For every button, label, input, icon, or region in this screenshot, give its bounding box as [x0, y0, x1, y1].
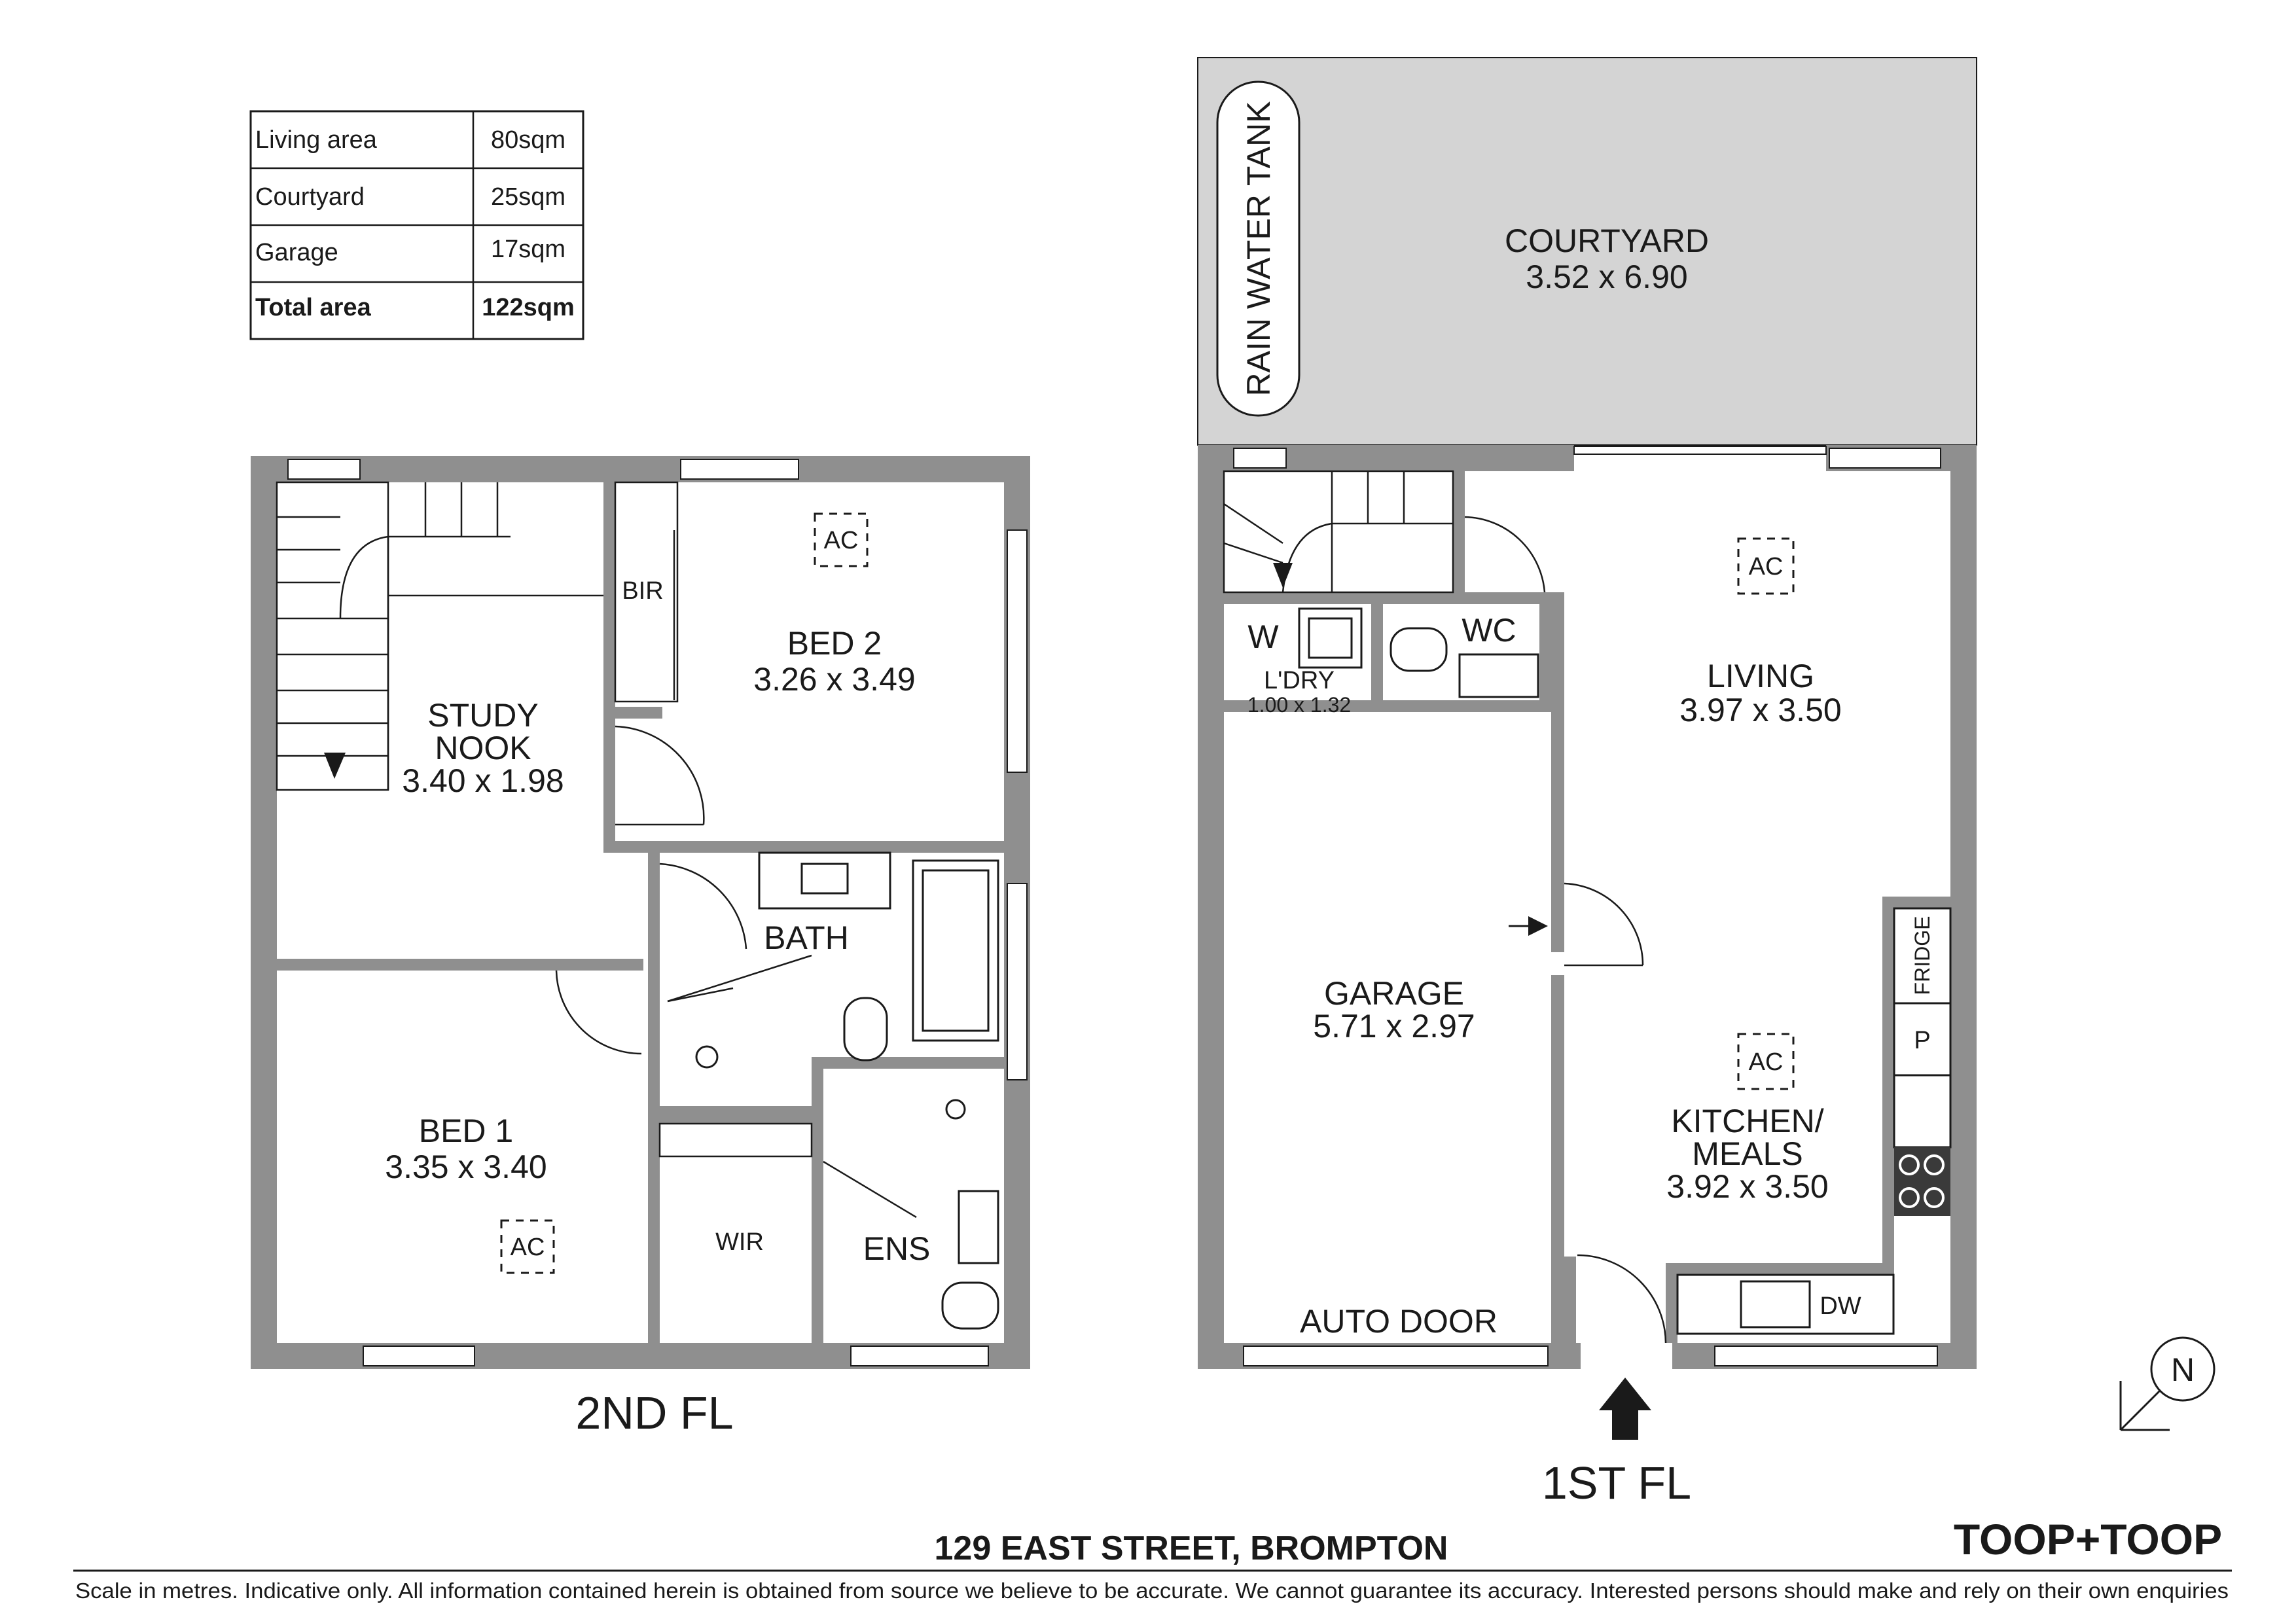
down-arrow-icon: [1273, 563, 1293, 588]
staircase: [276, 481, 603, 791]
room-label-bir: BIR: [622, 577, 663, 605]
rain-water-tank: [1216, 80, 1300, 417]
window: [1007, 883, 1028, 1080]
area-row-value: 80sqm: [491, 126, 565, 154]
door-swing: [1564, 882, 1644, 966]
staircase: [1223, 470, 1454, 594]
window: [1714, 1346, 1938, 1366]
ac-unit-marker: [500, 1219, 555, 1274]
kitchen-sink: [1740, 1280, 1811, 1329]
room-label-ens: ENS: [863, 1230, 931, 1267]
area-total-value: 122sqm: [482, 294, 575, 321]
entry-opening: [1581, 1343, 1672, 1369]
vanity-basin: [958, 1190, 999, 1264]
courtyard-area: [1197, 57, 1977, 446]
room-label-nook: NOOK: [435, 730, 531, 766]
area-row-label: Courtyard: [255, 183, 365, 211]
area-total-label: Total area: [255, 294, 372, 321]
area-row-label: Living area: [255, 126, 378, 154]
ac-unit-marker: [1737, 537, 1795, 595]
door-swing: [615, 725, 705, 825]
garage-auto-door: [1243, 1346, 1549, 1366]
ac-label: AC: [511, 1234, 545, 1261]
walk-in-robe-rail: [658, 1122, 813, 1158]
arrow-icon: [1528, 916, 1548, 936]
room-label-bath: BATH: [764, 919, 849, 956]
fridge-label: FRIDGE: [1910, 916, 1934, 995]
pantry-label: P: [1914, 1027, 1930, 1054]
dishwasher-label: DW: [1820, 1293, 1861, 1320]
area-row-value: 17sqm: [491, 236, 565, 263]
room-label-wc: WC: [1462, 612, 1516, 649]
sliding-door: [1573, 446, 1827, 455]
down-arrow-icon: [324, 753, 346, 779]
room-dim-garage: 5.71 x 2.97: [1313, 1008, 1475, 1044]
floor-label-1st: 1ST FL: [1542, 1457, 1691, 1508]
hand-basin: [1458, 653, 1539, 698]
room-dim-bed2: 3.26 x 3.49: [753, 661, 915, 698]
floor-label-2nd: 2ND FL: [575, 1387, 733, 1438]
toilet: [843, 997, 888, 1061]
window: [1829, 448, 1941, 469]
toilet: [941, 1281, 999, 1330]
room-dim-living: 3.97 x 3.50: [1679, 692, 1841, 728]
first-floor-plan: RAIN WATER TANK COURTYARD 3.52 x 6.90: [1197, 57, 1977, 1369]
window: [363, 1346, 475, 1366]
door-swing: [1577, 1254, 1667, 1344]
second-floor-plan: AC AC BED 2 3.26 x 3.49 BIR STUDY NOOK 3…: [251, 456, 1030, 1369]
garage-door-label: AUTO DOOR: [1300, 1303, 1498, 1340]
room-dim-courtyard: 3.52 x 6.90: [1526, 259, 1687, 295]
room-dim-ldry: 1.00 x 1.32: [1247, 693, 1351, 717]
window: [1233, 448, 1287, 469]
room-dim-study: 3.40 x 1.98: [402, 762, 564, 799]
area-row-label: Garage: [255, 239, 338, 266]
window: [850, 1346, 989, 1366]
room-label-bed1: BED 1: [419, 1113, 514, 1149]
tank-label: RAIN WATER TANK: [1240, 101, 1277, 397]
ac-label: AC: [1749, 1048, 1784, 1076]
door-swing: [659, 863, 747, 950]
room-label-meals: MEALS: [1692, 1135, 1803, 1172]
room-label-bed2: BED 2: [787, 625, 882, 662]
room-label-living: LIVING: [1707, 658, 1814, 694]
built-in-robe: [614, 481, 679, 703]
ac-label: AC: [824, 527, 859, 554]
room-label-kitchen: KITCHEN/: [1671, 1103, 1823, 1139]
window: [680, 459, 799, 480]
toilet: [1390, 627, 1448, 672]
north-label: N: [2171, 1351, 2195, 1388]
room-label-wir: WIR: [715, 1228, 764, 1256]
window: [1007, 529, 1028, 773]
property-address: 129 EAST STREET, BROMPTON: [935, 1529, 1448, 1567]
basin: [695, 1045, 719, 1069]
brand-logo: TOOP+TOOP: [1954, 1515, 2222, 1563]
room-label-garage: GARAGE: [1324, 975, 1464, 1012]
area-table: Living area 80sqm Courtyard 25sqm Garage…: [249, 110, 584, 340]
room-label-courtyard: COURTYARD: [1505, 223, 1709, 259]
room-label-w: W: [1247, 618, 1279, 655]
room-dim-kitchen: 3.92 x 3.50: [1666, 1168, 1828, 1205]
room-label-ldry: L'DRY: [1264, 667, 1335, 694]
ac-unit-marker: [814, 512, 869, 567]
north-compass-icon: N: [2119, 1336, 2215, 1431]
disclaimer: Scale in metres. Indicative only. All in…: [75, 1578, 2229, 1603]
door-swing: [1464, 516, 1546, 593]
door-swing: [555, 970, 642, 1055]
bench: [1893, 1074, 1952, 1149]
room-label-study: STUDY: [427, 697, 538, 734]
ac-unit-marker: [1737, 1033, 1795, 1090]
room-dim-bed1: 3.35 x 3.40: [385, 1149, 547, 1185]
area-row-value: 25sqm: [491, 183, 565, 211]
window: [287, 459, 361, 480]
entry-arrow-icon: [1599, 1378, 1651, 1440]
ac-label: AC: [1749, 553, 1784, 580]
